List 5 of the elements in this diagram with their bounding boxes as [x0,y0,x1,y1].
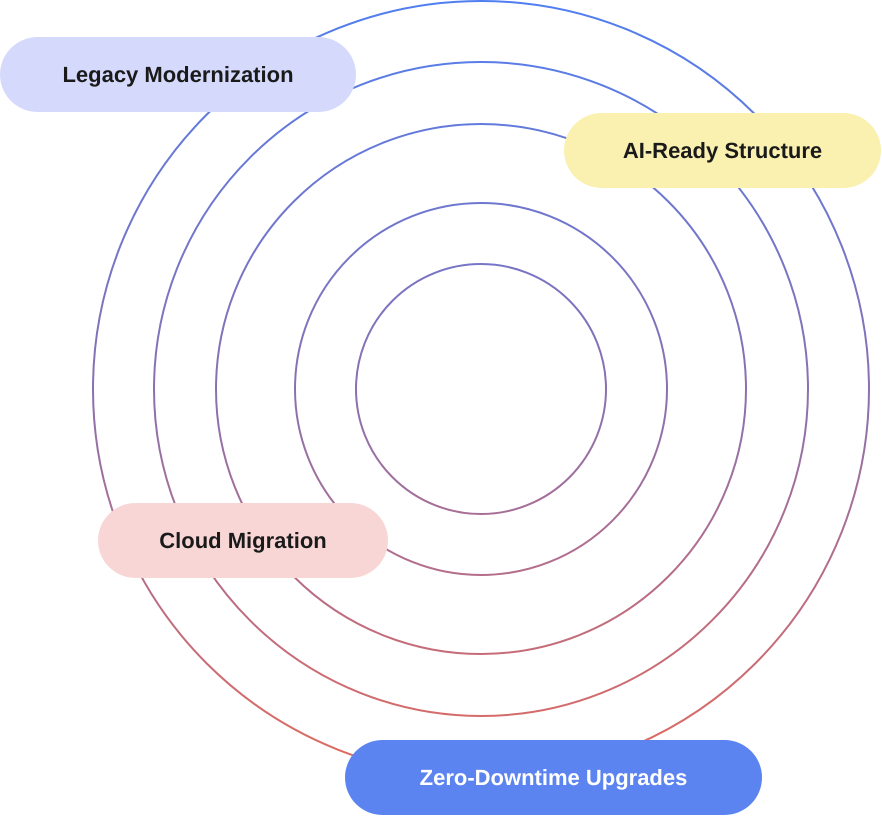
pill-label: Zero-Downtime Upgrades [420,764,688,790]
pill-label: Cloud Migration [159,528,327,554]
pill-label: AI-Ready Structure [622,138,822,164]
pill-label: Legacy Modernization [62,62,294,88]
label-pill [0,37,356,112]
